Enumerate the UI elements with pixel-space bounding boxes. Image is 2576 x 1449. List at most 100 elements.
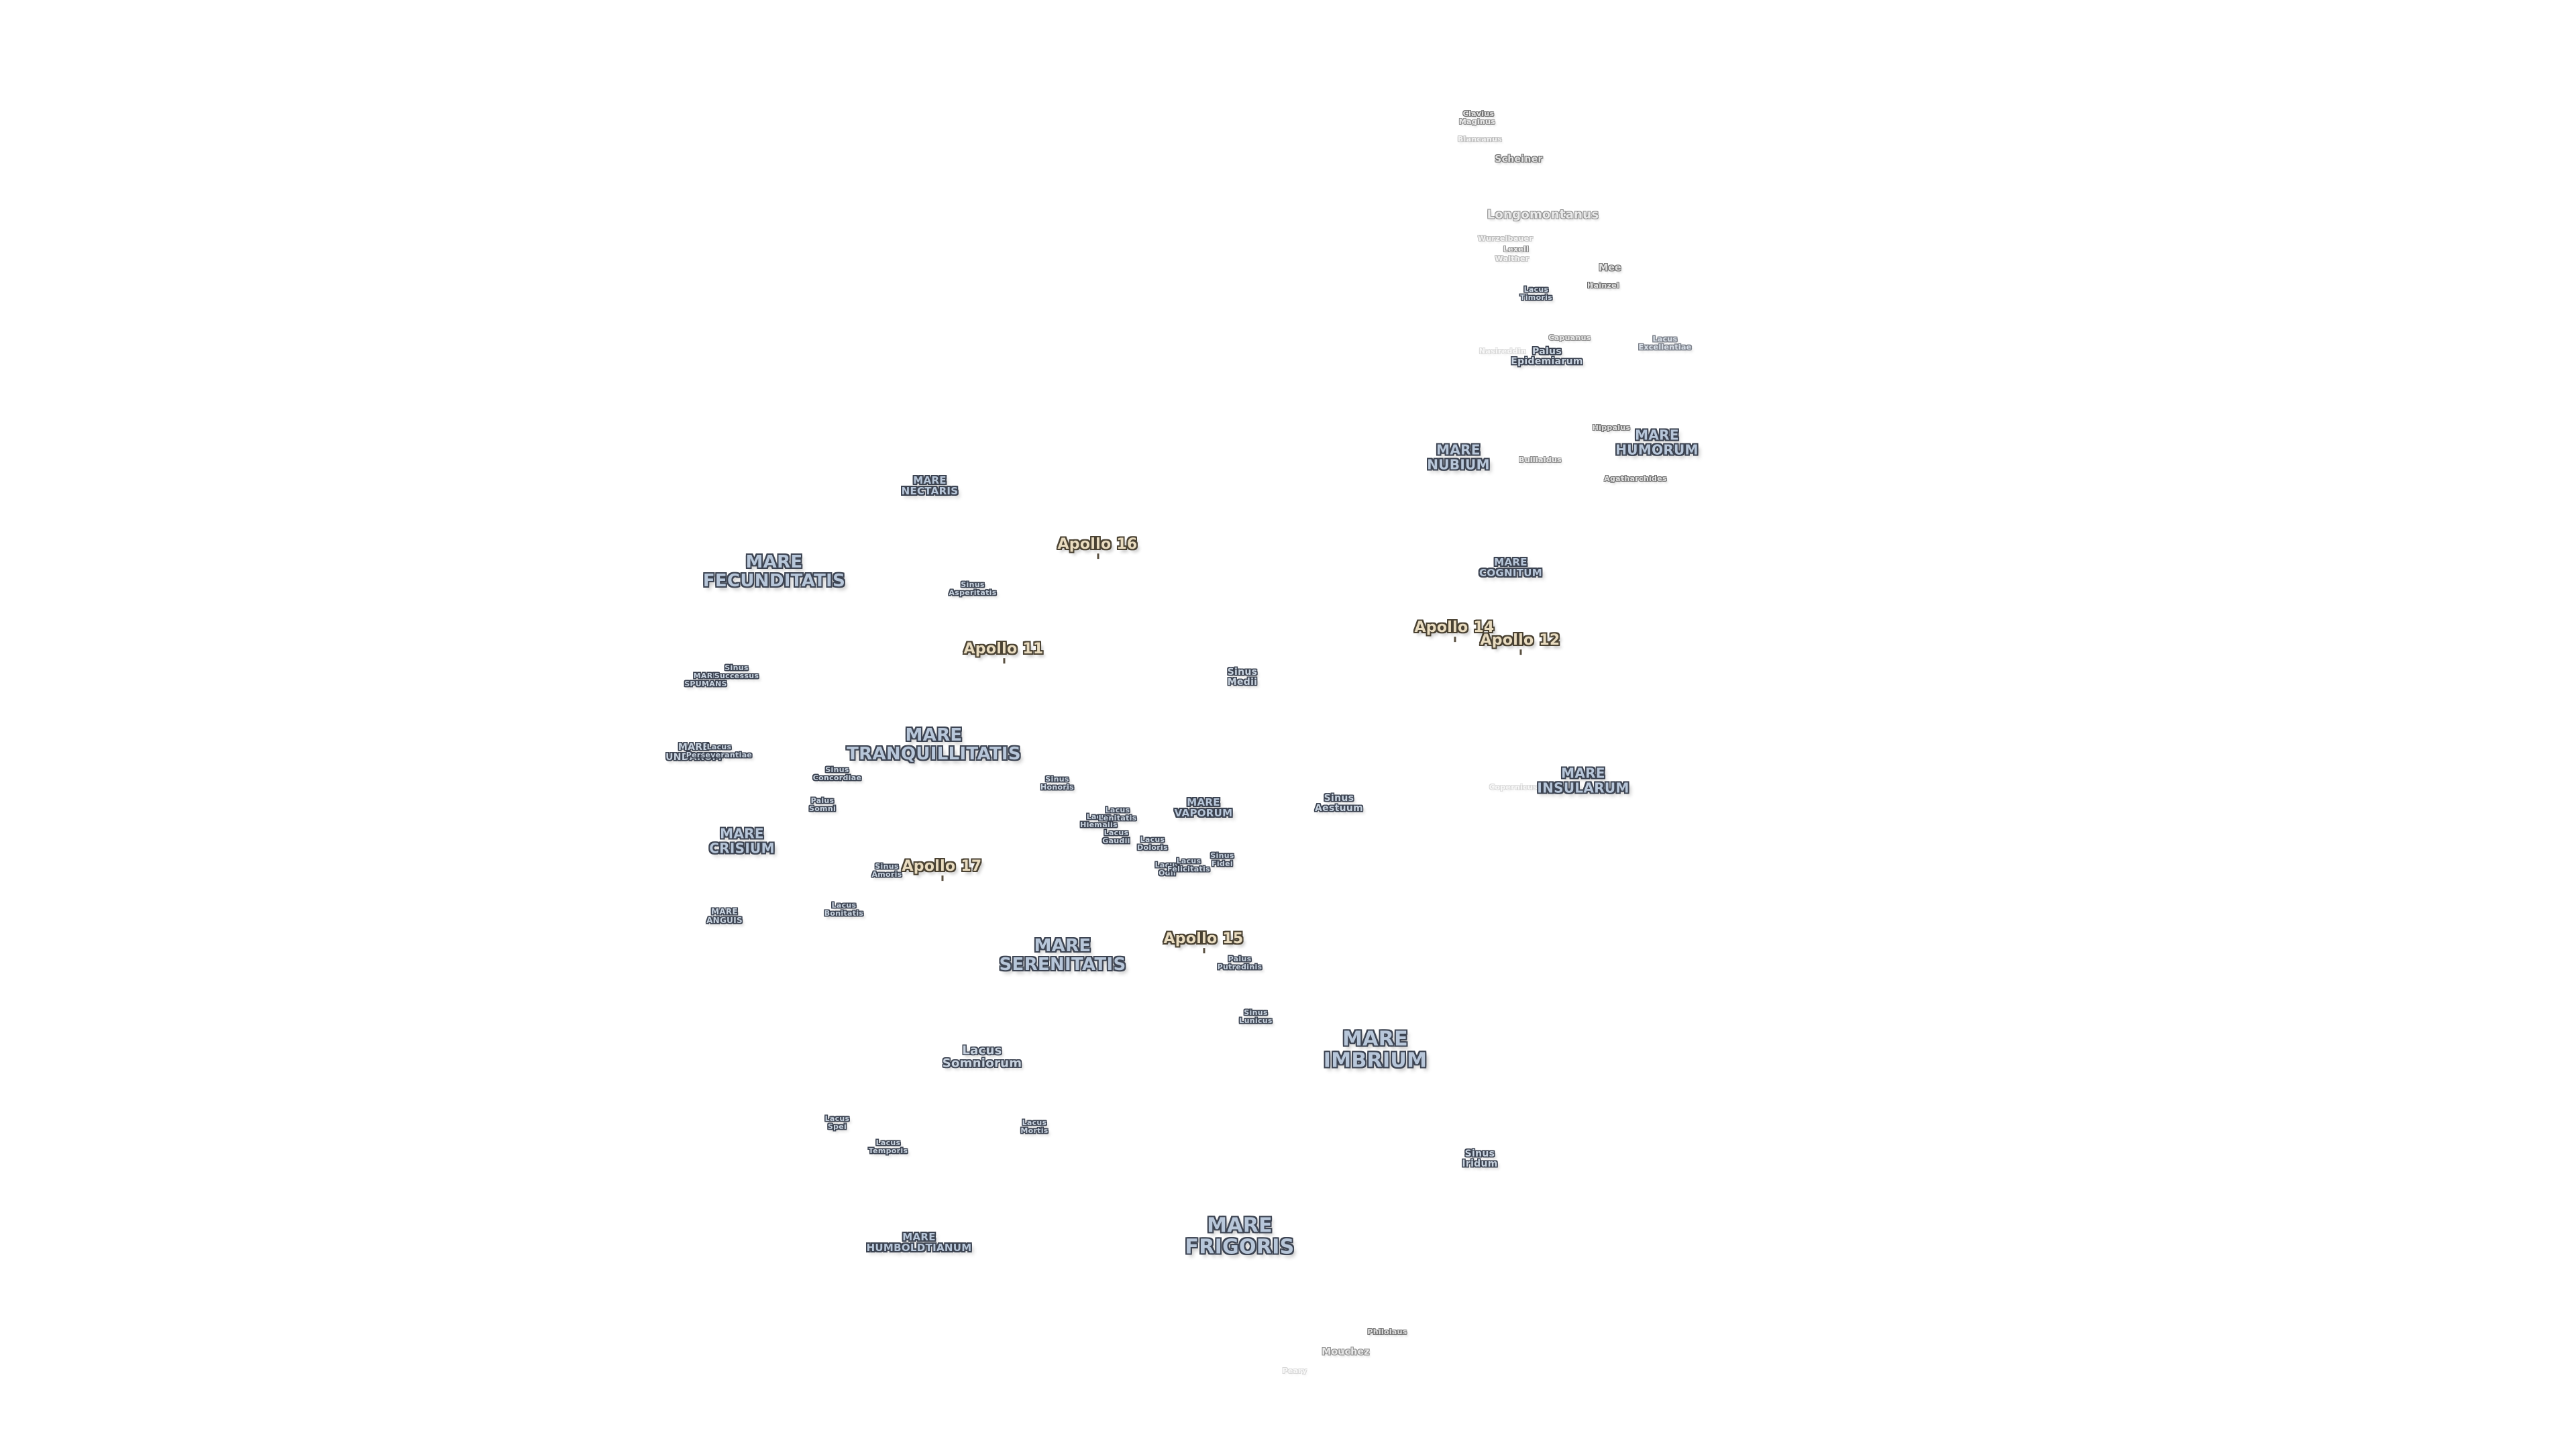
apollo-14-label[interactable]: Apollo 14 bbox=[1414, 619, 1495, 642]
mare-humorum-label[interactable]: MARE HUMORUM bbox=[1615, 428, 1699, 457]
sinus-honoris-label[interactable]: Sinus Honoris bbox=[1040, 775, 1074, 792]
mare-label-line: COGNITUM bbox=[1479, 567, 1542, 579]
mare-tranquillitatis-label[interactable]: MARE TRANQUILLITATIS bbox=[847, 726, 1021, 763]
mare-undarum-label[interactable]: MARE UNDARUM bbox=[665, 742, 722, 763]
feature-label-line: Sinus bbox=[1045, 775, 1069, 784]
lacus-timoris-label[interactable]: Lacus Timoris bbox=[1520, 286, 1552, 302]
feature-label-line: Medii bbox=[1227, 677, 1258, 688]
feature-label-line: Epidemiarum bbox=[1511, 356, 1583, 367]
lacus-excellentiae-label[interactable]: Lacus Excellentiae bbox=[1639, 335, 1692, 352]
lacus-felicitatis-label[interactable]: Lacus Felicitatis bbox=[1167, 857, 1210, 873]
crater-clavius-label[interactable]: Clavius bbox=[1462, 109, 1495, 119]
mare-label-line: MARE bbox=[693, 672, 718, 681]
mare-nectaris-label[interactable]: MARE NECTARIS bbox=[902, 475, 959, 497]
feature-label-line: Sinus bbox=[961, 580, 985, 590]
mare-label-line: SPUMANS bbox=[684, 680, 727, 688]
feature-label-line: Lacus bbox=[1652, 335, 1678, 344]
mare-label-line: MARE bbox=[1207, 1214, 1273, 1238]
crater-hainzel-label[interactable]: Hainzel bbox=[1587, 281, 1619, 290]
feature-label-line: Perseverantiae bbox=[686, 751, 753, 759]
mare-label-line: MARE bbox=[711, 907, 738, 917]
sinus-amoris-label[interactable]: Sinus Amoris bbox=[871, 863, 902, 879]
sinus-successus-label[interactable]: Sinus Successus bbox=[714, 664, 759, 680]
mare-label-line: MARE bbox=[1187, 796, 1220, 808]
crater-philolaus-label[interactable]: Philolaus bbox=[1367, 1328, 1407, 1337]
mare-anguis-label[interactable]: MARE ANGUIS bbox=[706, 908, 743, 925]
feature-label-line: Sinus bbox=[724, 663, 749, 673]
feature-label-line: Somniorum bbox=[942, 1057, 1022, 1071]
crater-hippalus-label[interactable]: Hippalus bbox=[1592, 423, 1631, 433]
palus-epidemiarum-label[interactable]: Palus Epidemiarum bbox=[1511, 346, 1583, 367]
mare-label-line: MARE bbox=[1561, 765, 1605, 782]
feature-label-line: Sinus bbox=[1227, 666, 1258, 678]
mare-fecunditatis-label[interactable]: MARE FECUNDITATIS bbox=[703, 553, 845, 590]
crater-walther-label[interactable]: Walther bbox=[1495, 254, 1529, 264]
mare-humboldtianum-label[interactable]: MARE HUMBOLDTIANUM bbox=[867, 1232, 972, 1254]
sinus-concordiae-label[interactable]: Sinus Concordiae bbox=[813, 766, 862, 782]
mare-spumans-label[interactable]: MARE SPUMANS bbox=[684, 672, 727, 688]
crater-mouchez-label[interactable]: Mouchez bbox=[1322, 1346, 1370, 1358]
mare-nubium-label[interactable]: MARE NUBIUM bbox=[1427, 443, 1490, 472]
feature-label-line: Lacus bbox=[1523, 285, 1549, 294]
mare-label-line: MARE bbox=[1436, 441, 1481, 458]
sinus-iridum-label[interactable]: Sinus Iridum bbox=[1462, 1148, 1497, 1169]
lacus-hiemalis-label[interactable]: Lacus Hiemalis bbox=[1080, 813, 1118, 829]
lacus-mortis-label[interactable]: Lacus Mortis bbox=[1020, 1119, 1048, 1135]
mare-vaporum-label[interactable]: MARE VAPORUM bbox=[1175, 796, 1233, 819]
mare-label-line: UNDARUM bbox=[665, 752, 722, 763]
lacus-temporis-label[interactable]: Lacus Temporis bbox=[869, 1139, 908, 1155]
crater-peary-label[interactable]: Peary bbox=[1282, 1366, 1307, 1376]
crater-capuanus-label[interactable]: Capuanus bbox=[1548, 333, 1591, 343]
mare-serenitatis-label[interactable]: MARE SERENITATIS bbox=[1000, 936, 1126, 974]
palus-somni-label[interactable]: Palus Somni bbox=[809, 797, 836, 813]
apollo-11-label[interactable]: Apollo 11 bbox=[963, 641, 1044, 663]
sinus-lunicus-label[interactable]: Sinus Lunicus bbox=[1239, 1009, 1272, 1025]
apollo-16-label[interactable]: Apollo 16 bbox=[1057, 536, 1138, 559]
mare-crisium-label[interactable]: MARE CRISIUM bbox=[709, 826, 775, 855]
crater-agatharchides-label[interactable]: Agatharchides bbox=[1604, 474, 1667, 484]
sinus-aestuum-label[interactable]: Sinus Aestuum bbox=[1315, 793, 1363, 814]
lacus-spei-label[interactable]: Lacus Spei bbox=[825, 1115, 850, 1131]
lacus-doloris-label[interactable]: Lacus Doloris bbox=[1137, 836, 1168, 852]
palus-putredinis-label[interactable]: Palus Putredinis bbox=[1218, 955, 1263, 971]
crater-mee-label[interactable]: Mee bbox=[1599, 262, 1621, 274]
crater-maginus-label[interactable]: Maginus bbox=[1458, 117, 1496, 127]
mare-label-line: ANGUIS bbox=[706, 916, 743, 925]
mare-insularum-label[interactable]: MARE INSULARUM bbox=[1537, 766, 1629, 795]
feature-label-line: Lacus bbox=[1104, 828, 1129, 838]
mare-imbrium-label[interactable]: MARE IMBRIUM bbox=[1324, 1027, 1427, 1073]
feature-label-line: Timoris bbox=[1519, 293, 1553, 302]
mare-cognitum-label[interactable]: MARE COGNITUM bbox=[1479, 557, 1542, 579]
sinus-medii-label[interactable]: Sinus Medii bbox=[1228, 667, 1258, 688]
feature-label-line: Lacus bbox=[1176, 857, 1201, 866]
lacus-odii-label[interactable]: Lacus Odii bbox=[1155, 861, 1180, 877]
mare-label-line: MARE bbox=[745, 551, 803, 572]
sinus-fidei-label[interactable]: Sinus Fidei bbox=[1210, 852, 1234, 868]
mare-label-line: MARE bbox=[1342, 1027, 1408, 1051]
crater-nasireddin-label[interactable]: Nasireddin bbox=[1479, 347, 1527, 356]
lacus-somniorum-label[interactable]: Lacus Somniorum bbox=[942, 1044, 1022, 1071]
apollo-12-label[interactable]: Apollo 12 bbox=[1480, 632, 1560, 655]
crater-wurzelbauer-label[interactable]: Wurzelbauer bbox=[1477, 234, 1534, 244]
feature-label-line: Lunicus bbox=[1239, 1016, 1273, 1025]
feature-label-line: Palus bbox=[810, 796, 835, 806]
mare-label-line: INSULARUM bbox=[1537, 780, 1629, 796]
crater-blancanus-label[interactable]: Blancanus bbox=[1457, 135, 1503, 144]
crater-lexell-label[interactable]: Lexell bbox=[1503, 245, 1529, 254]
mare-frigoris-label[interactable]: MARE FRIGORIS bbox=[1185, 1214, 1294, 1259]
lacus-perseverantiae-label[interactable]: Lacus Perseverantiae bbox=[686, 743, 752, 759]
lacus-bonitatis-label[interactable]: Lacus Bonitatis bbox=[824, 902, 864, 918]
feature-label-line: Palus bbox=[1228, 955, 1252, 964]
lacus-lenitatis-label[interactable]: Lacus Lenitatis bbox=[1098, 806, 1136, 822]
feature-label-line: Felicitatis bbox=[1167, 865, 1210, 873]
apollo-17-label[interactable]: Apollo 17 bbox=[902, 858, 982, 881]
crater-bullialdus-label[interactable]: Bullialdus bbox=[1519, 455, 1562, 465]
crater-scheiner-label[interactable]: Scheiner bbox=[1495, 154, 1543, 165]
lacus-gaudii-label[interactable]: Lacus Gaudii bbox=[1102, 829, 1130, 845]
feature-label-line: Sinus bbox=[875, 862, 899, 871]
sinus-asperitatis-label[interactable]: Sinus Asperitatis bbox=[949, 581, 996, 597]
crater-copernicus-label[interactable]: Copernicus bbox=[1489, 783, 1538, 792]
crater-longomontanus-label[interactable]: Longomontanus bbox=[1487, 207, 1599, 222]
apollo-15-label[interactable]: Apollo 15 bbox=[1163, 930, 1244, 953]
